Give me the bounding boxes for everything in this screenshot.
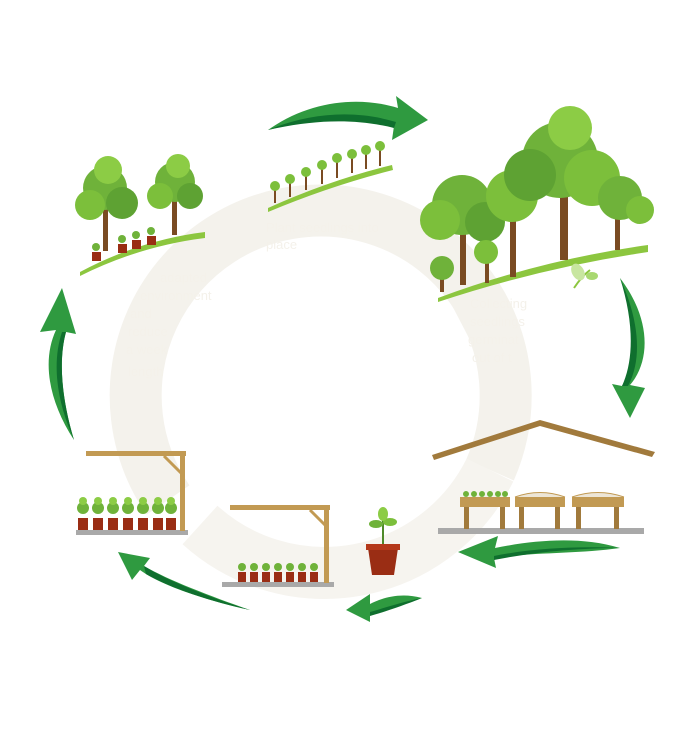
cycle-ring	[109, 184, 532, 599]
illustration-acclimation-frame	[76, 451, 188, 535]
sprout-icon	[571, 263, 598, 289]
label-plant-seedlings-line-1: Plant seedlings into	[266, 220, 379, 235]
label-acclimated-line-5: a week	[126, 342, 168, 357]
arrow-right-icon	[612, 278, 645, 418]
label-plant-seedlings-line-2: place	[266, 237, 297, 252]
illustration-forest-seed-source	[420, 106, 654, 302]
arrow-bottom-left-icon	[118, 552, 250, 610]
illustration-single-potted-seedling	[366, 507, 400, 575]
label-acclimated-line-3: and	[130, 306, 152, 321]
label-collecting-line-4: out of t	[472, 350, 512, 365]
label-acclimated-line-4: reduce	[128, 324, 168, 339]
label-acclimated: adapted environment and reduce a week le…	[126, 270, 212, 379]
label-collecting-line-1: Collecting	[470, 296, 527, 311]
label-acclimated-line-1: adapted	[160, 270, 207, 285]
illustration-shade-frame-seedlings	[222, 505, 334, 587]
label-collecting: Collecting seedlings germinat out of t	[468, 296, 527, 365]
illustration-nursery-germination-beds	[432, 420, 655, 534]
label-plant-seedlings: Plant seedlings into place	[266, 220, 379, 252]
arrow-left-icon	[40, 288, 76, 440]
arrow-lower-right-icon	[458, 536, 620, 568]
label-collecting-line-2: seedlings	[470, 314, 525, 329]
label-acclimated-line-6: length	[128, 364, 163, 379]
label-acclimated-line-2: environment	[140, 288, 212, 303]
illustration-planted-seedling-row	[268, 141, 393, 212]
arrow-top-icon	[268, 96, 428, 140]
illustration-potted-saplings-with-trees	[75, 154, 205, 276]
label-collecting-line-3: germinat	[468, 332, 519, 347]
arrow-bottom-middle-icon	[346, 594, 422, 622]
